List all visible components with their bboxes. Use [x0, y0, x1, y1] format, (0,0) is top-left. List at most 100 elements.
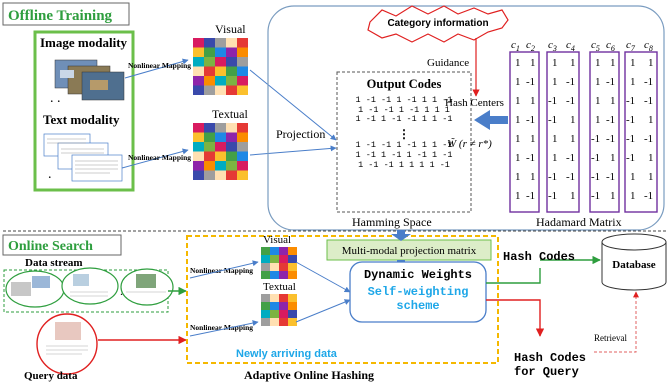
hadamard-column-label: c5 — [591, 39, 600, 53]
category-star — [367, 5, 509, 43]
hadamard-cell: -1 — [526, 114, 535, 126]
nonlinear-mapping-2: Nonlinear Mapping — [128, 153, 191, 162]
hadamard-cell: -1 — [606, 133, 615, 145]
feature-cell — [193, 38, 204, 48]
feature-cell — [226, 170, 237, 180]
retrieval-label: Retrieval — [594, 333, 627, 343]
w-label: W̃ (r ≠ r*) — [447, 137, 492, 150]
feature-cell — [226, 57, 237, 67]
output-code-row: 1 -1 1 -1 -1 1 1 -1 — [356, 114, 453, 124]
feature-cell — [215, 161, 226, 171]
newly-arriving-label: Newly arriving data — [236, 348, 338, 360]
modality-panel — [33, 30, 135, 192]
hadamard-column-label: c3 — [548, 39, 557, 53]
hadamard-cell: 1 — [515, 171, 521, 183]
feature-cell — [215, 132, 226, 142]
to-hash-codes-arrow — [486, 268, 541, 284]
feature-cell — [270, 255, 279, 263]
hadamard-cell: -1 — [644, 76, 653, 88]
database-label: Database — [612, 259, 656, 271]
feature-cell — [237, 142, 248, 152]
output-code-row: 1 -1 -1 1 -1 1 1 -1 — [356, 140, 453, 150]
hadamard-cell: 1 — [515, 133, 521, 145]
online-textual-label: Textual — [263, 281, 296, 293]
feature-cell — [215, 123, 226, 133]
hadamard-column-pair — [546, 51, 580, 213]
hadamard-cell: -1 — [526, 190, 535, 202]
self-weighting-line1: Self-weighting — [368, 285, 469, 299]
hadamard-cell: -1 — [606, 171, 615, 183]
adaptive-box — [186, 235, 499, 364]
feature-cell — [193, 85, 204, 95]
hadamard-cell: -1 — [606, 114, 615, 126]
feature-cell — [288, 247, 297, 255]
txt-map-arrow — [121, 148, 189, 169]
feature-cell — [215, 170, 226, 180]
online-nonlinear-mapping-2: Nonlinear Mapping — [190, 323, 253, 332]
hamming-space-label: Hamming Space — [352, 215, 432, 229]
feature-cell — [237, 85, 248, 95]
feature-cell — [261, 271, 270, 279]
feature-cell — [279, 255, 288, 263]
feature-cell — [226, 38, 237, 48]
feature-cell — [261, 247, 270, 255]
hadamard-cell: 1 — [530, 171, 536, 183]
hash-codes-label: Hash Codes — [503, 250, 575, 264]
feature-cell — [226, 66, 237, 76]
feature-cell — [270, 263, 279, 271]
hadamard-cell: 1 — [648, 114, 654, 126]
hadamard-cell: 1 — [648, 152, 654, 164]
feature-cell — [279, 302, 288, 310]
feature-cell — [288, 263, 297, 271]
feature-cell — [270, 247, 279, 255]
online-map-arrow-1 — [189, 260, 259, 279]
feature-cell — [193, 151, 204, 161]
hash-centers-label: Hash Centers — [445, 97, 504, 109]
output-code-row: 1 -1 -1 1 1 1 1 -1 — [358, 160, 450, 170]
dynamic-weights-label: Dynamic Weights — [364, 268, 472, 282]
projection-label: Projection — [276, 127, 325, 141]
feature-cell — [270, 294, 279, 302]
hadamard-cell: -1 — [526, 152, 535, 164]
database-icon — [601, 233, 667, 291]
hadamard-cell: -1 — [591, 152, 600, 164]
hadamard-cell: 1 — [570, 57, 576, 69]
visual-label: Visual — [215, 22, 246, 36]
visual-proj-line — [249, 69, 337, 141]
feature-cell — [237, 170, 248, 180]
output-code-row: 1 -1 -1 1 -1 1 1 1 — [358, 105, 450, 115]
online-map-arrow-2 — [189, 320, 259, 337]
online-textual-grid — [261, 294, 297, 326]
hadamard-cell: -1 — [644, 190, 653, 202]
feature-cell — [279, 318, 288, 326]
hadamard-cell: -1 — [626, 114, 635, 126]
offline-title: Offline Training — [8, 8, 113, 24]
output-code-row: 1 -1 1 -1 1 -1 1 -1 — [356, 150, 453, 160]
hadamard-cell: -1 — [548, 95, 557, 107]
feature-cell — [237, 66, 248, 76]
text-stack — [43, 133, 123, 182]
feature-cell — [193, 76, 204, 86]
feature-cell — [193, 66, 204, 76]
feature-cell — [261, 263, 270, 271]
hadamard-cell: 1 — [570, 190, 576, 202]
feature-cell — [279, 310, 288, 318]
hadamard-cell: -1 — [626, 152, 635, 164]
feature-cell — [261, 310, 270, 318]
hadamard-cell: 1 — [552, 57, 558, 69]
hadamard-cell: 1 — [530, 133, 536, 145]
feature-cell — [237, 57, 248, 67]
output-codes-rows: 1 -1 -1 1 -1 1 1 -11 -1 -1 1 -1 1 1 11 -… — [356, 95, 453, 170]
hadamard-cell: -1 — [626, 95, 635, 107]
data-stream-label: Data stream — [25, 257, 83, 269]
feature-cell — [237, 38, 248, 48]
feature-cell — [204, 142, 215, 152]
hadamard-cell: 1 — [515, 57, 521, 69]
to-query-codes-arrow — [486, 299, 545, 337]
image-modality-label: Image modality — [40, 35, 128, 50]
feature-cell — [288, 271, 297, 279]
hadamard-cell: 1 — [595, 95, 601, 107]
hadamard-cell: 1 — [552, 76, 558, 88]
feature-cell — [193, 47, 204, 57]
